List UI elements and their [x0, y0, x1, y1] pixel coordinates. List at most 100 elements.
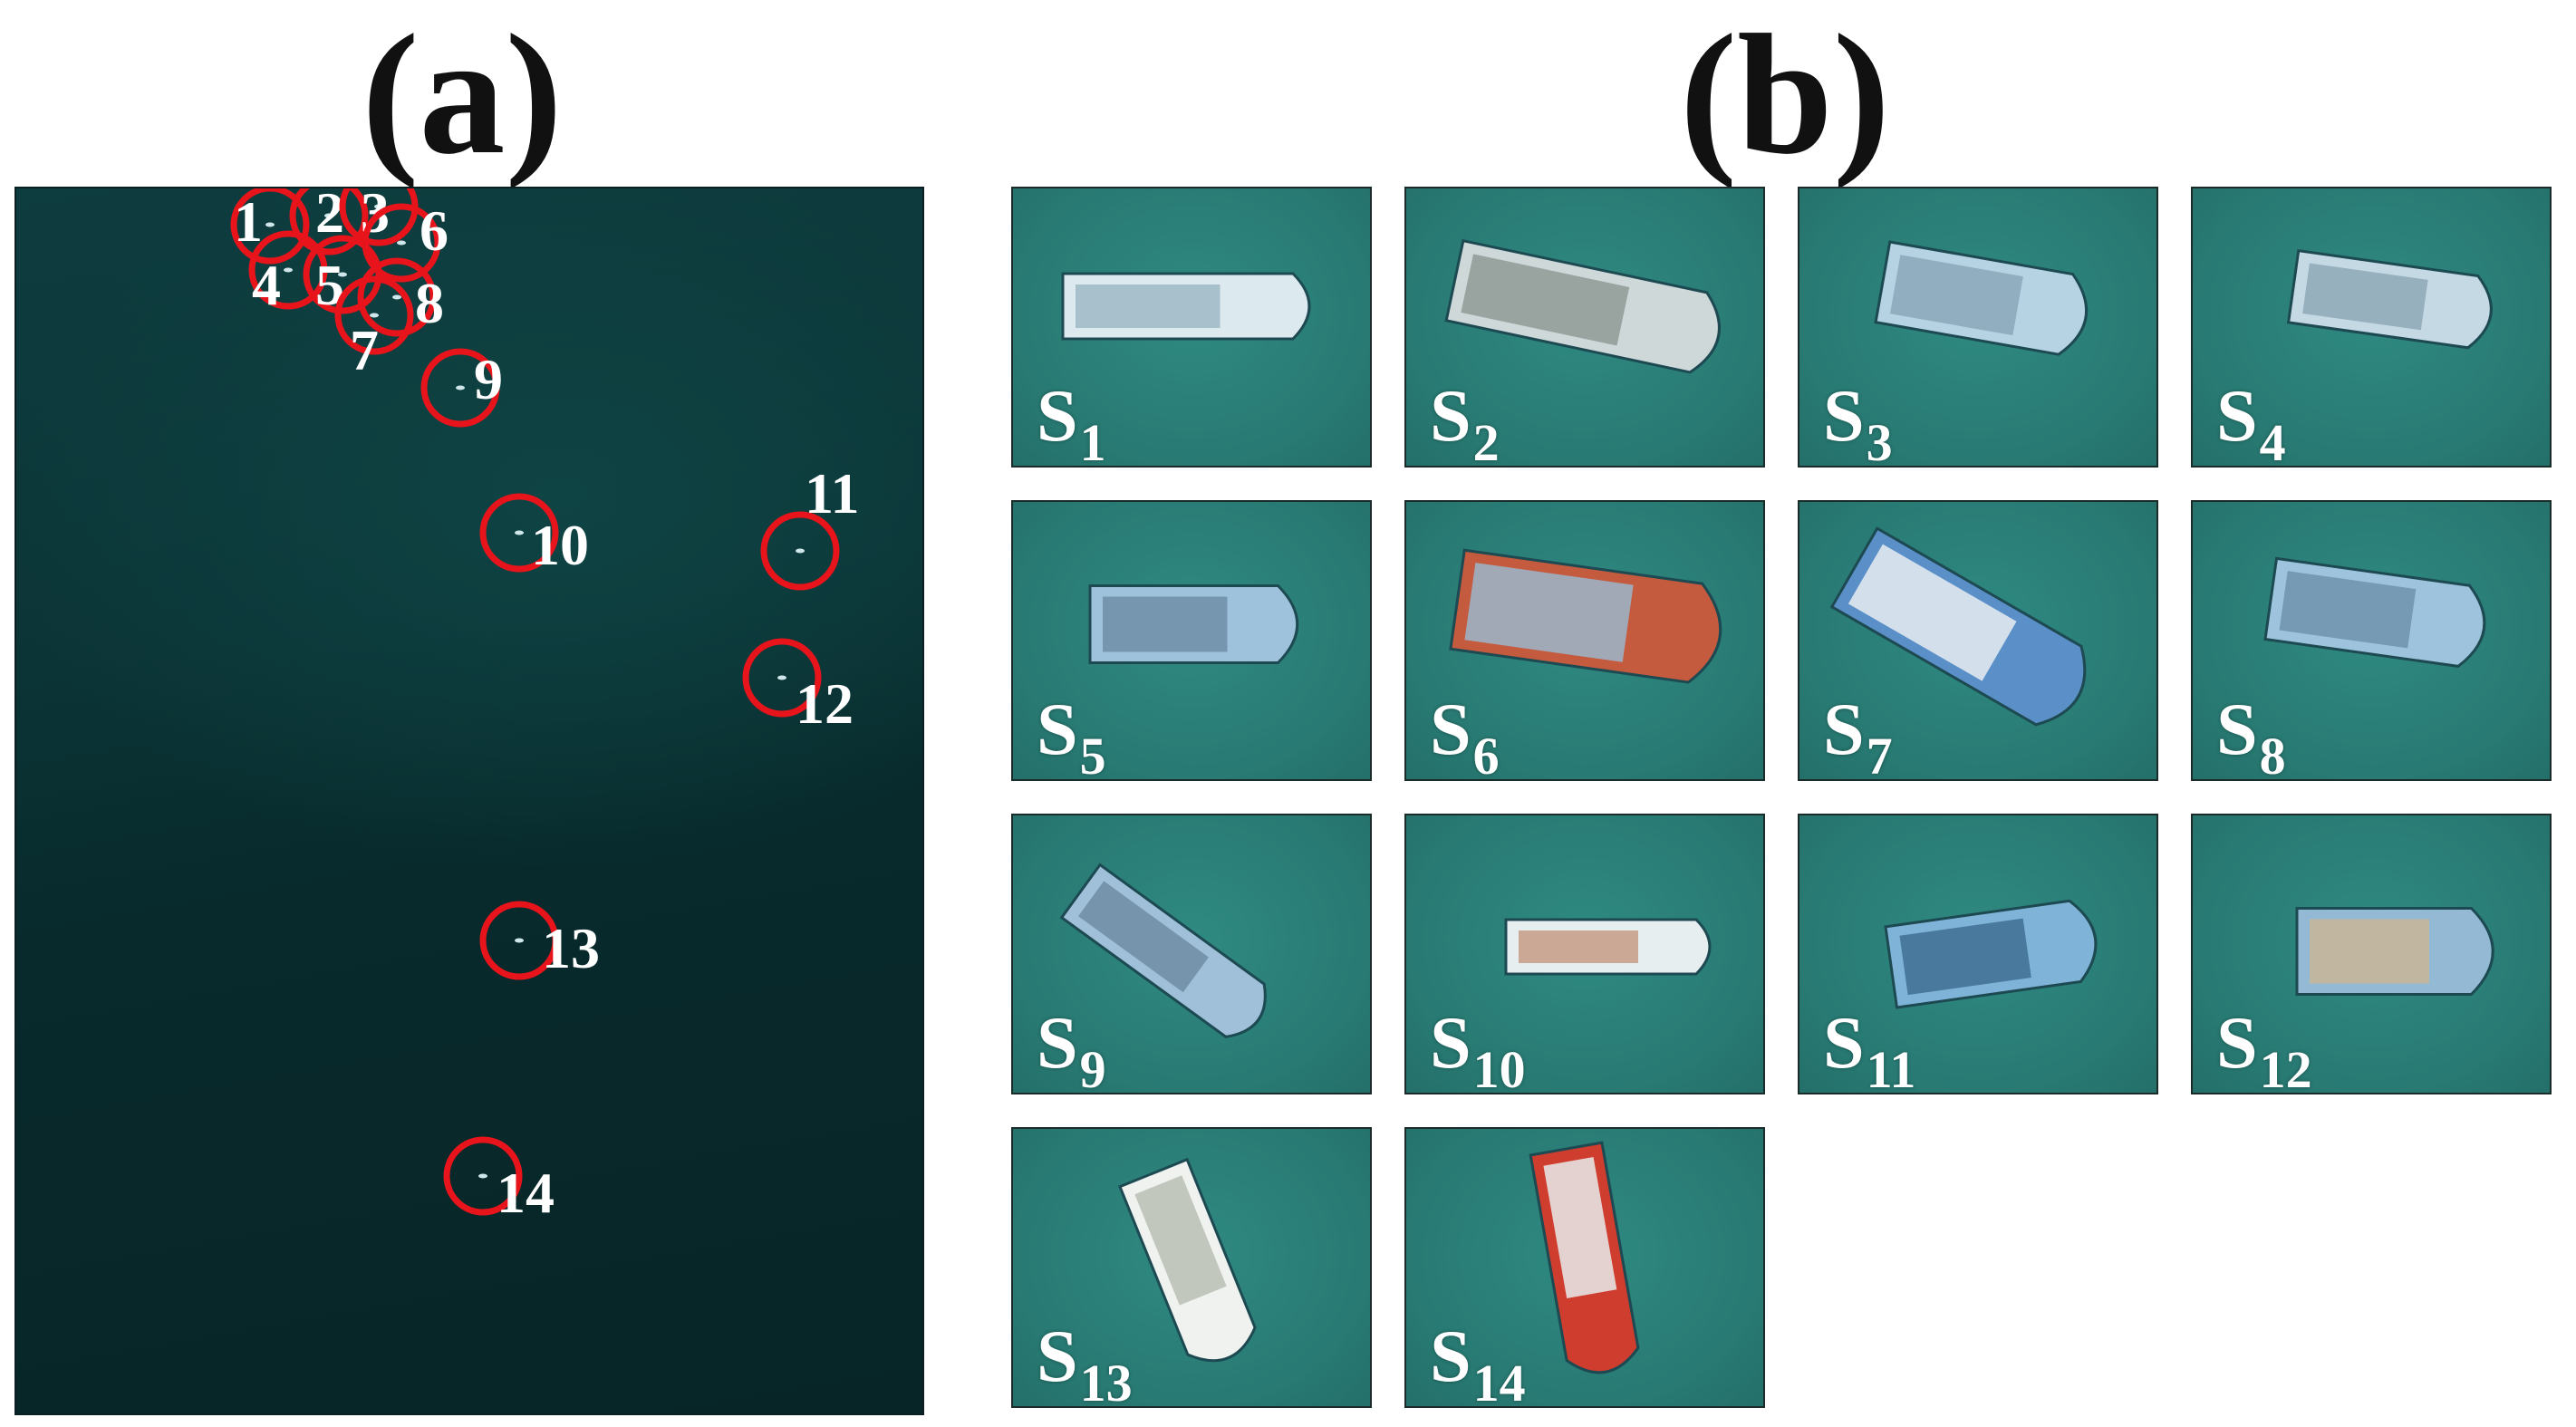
- ship-marker-13: 13: [479, 901, 600, 980]
- ship-thumbnail-12: S12: [2191, 814, 2552, 1094]
- ship-deck-14: [1543, 1156, 1617, 1298]
- ship-dot-14: [478, 1173, 487, 1179]
- thumbnail-label-prefix: S: [2216, 688, 2258, 770]
- marker-circle-11: [760, 511, 840, 591]
- thumbnail-label-prefix: S: [1037, 1001, 1078, 1084]
- ship-dot-4: [284, 267, 293, 273]
- thumbnail-label-subscript: 10: [1472, 1040, 1526, 1094]
- thumbnail-label-subscript: 11: [1866, 1040, 1916, 1094]
- thumbnail-label-12: S12: [2216, 1006, 2312, 1094]
- thumbnail-label-10: S10: [1430, 1006, 1526, 1094]
- thumbnail-label-subscript: 13: [1079, 1354, 1133, 1408]
- ship-image-1: [1061, 272, 1311, 341]
- ship-deck-7: [1848, 544, 2017, 681]
- ship-deck-2: [1461, 254, 1630, 346]
- thumbnail-label-3: S3: [1823, 379, 1893, 467]
- thumbnail-label-prefix: S: [1823, 688, 1865, 770]
- thumbnail-label-1: S1: [1037, 379, 1106, 467]
- ship-image-4: [2286, 248, 2493, 350]
- ship-image-2: [1444, 238, 1721, 374]
- thumbnail-label-prefix: S: [1037, 688, 1078, 770]
- ship-thumbnail-4: S4: [2191, 187, 2552, 468]
- thumbnail-label-4: S4: [2216, 379, 2286, 467]
- marker-circle-12: [742, 638, 822, 718]
- thumbnail-label-prefix: S: [1430, 1001, 1471, 1084]
- ship-deck-8: [2279, 571, 2417, 649]
- thumbnail-label-8: S8: [2216, 692, 2286, 780]
- ship-dot-13: [515, 938, 524, 943]
- ship-thumbnail-11: S11: [1798, 814, 2158, 1094]
- marker-circle-8: [357, 257, 437, 337]
- ship-dot-5: [338, 272, 347, 277]
- thumbnail-label-subscript: 1: [1079, 413, 1106, 468]
- thumbnail-label-2: S2: [1430, 379, 1500, 467]
- ship-image-7: [1829, 526, 2087, 727]
- panel-b-label: (b): [1679, 0, 1891, 190]
- marker-circle-9: [420, 348, 500, 428]
- ship-thumbnail-2: S2: [1404, 187, 1765, 468]
- ship-thumbnail-9: S9: [1011, 814, 1372, 1094]
- ship-marker-12: 12: [742, 638, 854, 736]
- ship-marker-11: 11: [760, 461, 859, 591]
- thumbnail-label-subscript: 6: [1472, 727, 1500, 781]
- ship-image-8: [2263, 556, 2486, 668]
- ship-deck-3: [1889, 255, 2023, 336]
- ship-deck-4: [2302, 263, 2428, 331]
- ship-dot-7: [370, 313, 379, 318]
- marker-label-6: 6: [420, 198, 449, 263]
- ship-deck-9: [1078, 881, 1209, 993]
- ship-marker-9: 9: [420, 347, 503, 428]
- ship-thumbnail-6: S6: [1404, 500, 1765, 781]
- ship-thumbnail-13: S13: [1011, 1127, 1372, 1408]
- ship-dot-9: [456, 385, 465, 390]
- thumbnail-label-prefix: S: [1430, 688, 1471, 770]
- thumbnail-label-prefix: S: [1037, 374, 1078, 457]
- thumbnail-label-11: S11: [1823, 1006, 1915, 1094]
- ship-deck-1: [1076, 284, 1220, 328]
- marker-label-12: 12: [796, 671, 854, 736]
- ship-deck-13: [1134, 1175, 1227, 1306]
- ship-dot-12: [777, 675, 786, 680]
- ship-dot-3: [374, 204, 383, 209]
- marker-label-14: 14: [497, 1161, 555, 1225]
- ship-marker-4: 4: [248, 230, 328, 317]
- thumbnail-label-subscript: 14: [1472, 1354, 1526, 1408]
- marker-label-4: 4: [252, 253, 281, 317]
- marker-circle-10: [479, 493, 559, 573]
- thumbnail-label-subscript: 12: [2259, 1040, 2312, 1094]
- ship-dot-11: [796, 548, 805, 554]
- ship-dot-1: [265, 222, 275, 227]
- ship-dot-2: [324, 213, 333, 218]
- ship-image-6: [1449, 548, 1722, 684]
- thumbnail-label-subscript: 5: [1079, 727, 1106, 781]
- marker-circle-13: [479, 901, 559, 980]
- ship-image-10: [1504, 918, 1712, 976]
- thumbnail-label-prefix: S: [2216, 1001, 2258, 1084]
- panel-a-label: (a): [362, 0, 563, 190]
- ship-image-13: [1118, 1157, 1257, 1363]
- thumbnail-label-subscript: 3: [1866, 413, 1893, 468]
- marker-label-1: 1: [234, 189, 263, 254]
- thumbnail-label-subscript: 8: [2259, 727, 2286, 781]
- marker-circle-4: [248, 230, 328, 310]
- thumbnail-label-13: S13: [1037, 1319, 1133, 1407]
- marker-circle-2: [289, 188, 369, 256]
- ship-image-11: [1884, 899, 2098, 1009]
- thumbnail-label-subscript: 9: [1079, 1040, 1106, 1094]
- ship-marker-1: 1: [230, 188, 310, 265]
- thumbnail-label-prefix: S: [2216, 374, 2258, 457]
- ship-thumbnail-8: S8: [2191, 500, 2552, 781]
- ship-marker-14: 14: [443, 1136, 555, 1225]
- thumbnail-label-subscript: 2: [1472, 413, 1500, 468]
- ship-image-12: [2295, 907, 2494, 996]
- thumbnail-label-7: S7: [1823, 692, 1893, 780]
- marker-label-10: 10: [531, 513, 589, 577]
- ship-image-5: [1088, 584, 1299, 664]
- ship-thumbnail-1: S1: [1011, 187, 1372, 468]
- thumbnail-label-subscript: 4: [2259, 413, 2286, 468]
- ship-dot-8: [392, 294, 401, 300]
- ship-marker-8: 8: [357, 257, 444, 337]
- ship-thumbnail-10: S10: [1404, 814, 1765, 1094]
